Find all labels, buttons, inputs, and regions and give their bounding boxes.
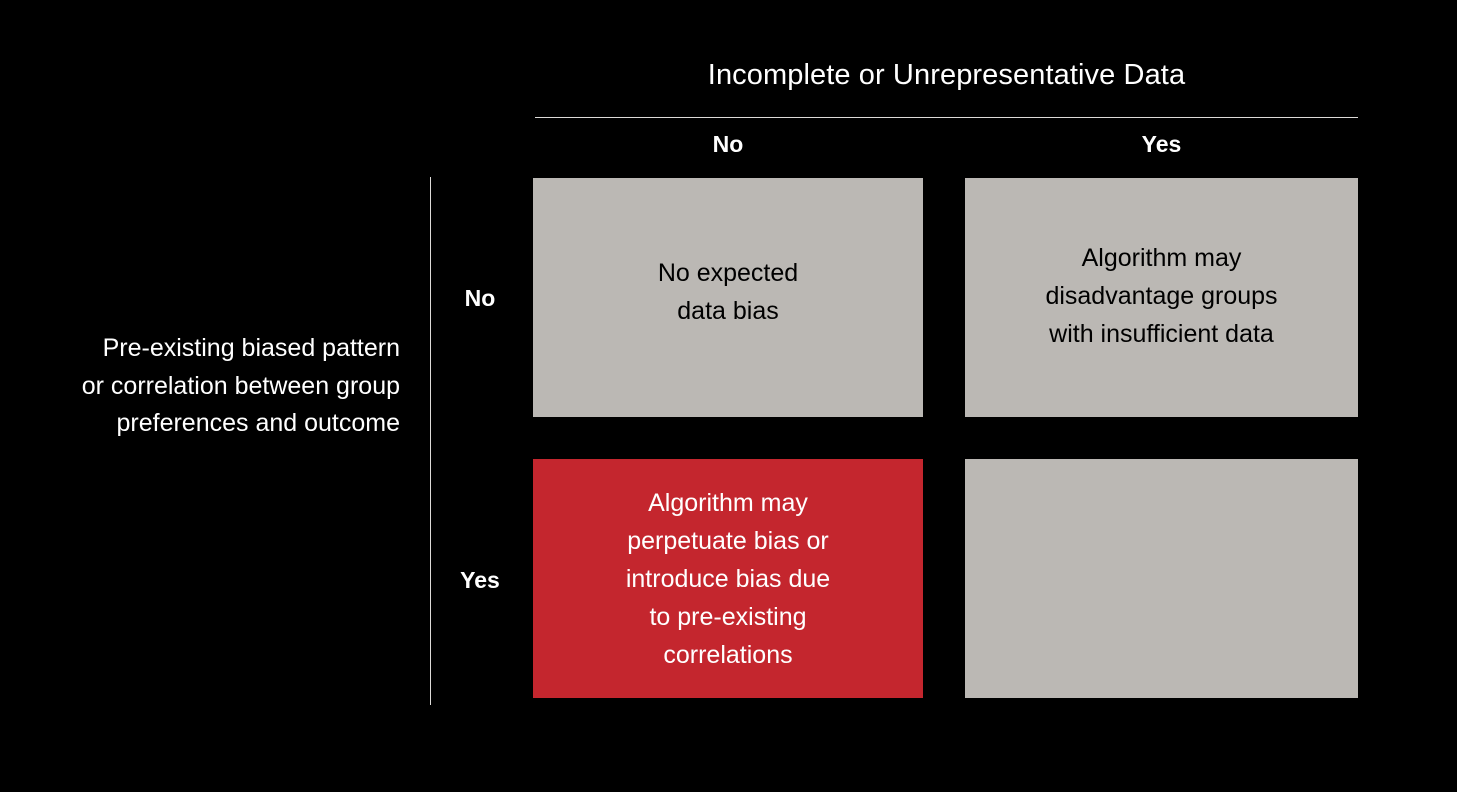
row-axis-title: Pre-existing biased pattern or correlati…: [81, 334, 400, 437]
row-header-yes: Yes: [460, 567, 500, 593]
matrix-cell-no-yes: Algorithm may disadvantage groups with i…: [965, 178, 1358, 417]
matrix-cell-yes-yes: [965, 459, 1358, 698]
column-header-yes: Yes: [1141, 131, 1182, 157]
column-axis-title: Incomplete or Unrepresentative Data: [707, 59, 1186, 91]
column-header-no: No: [712, 131, 744, 157]
matrix-cell-no-yes-label: Algorithm may disadvantage groups with i…: [1045, 243, 1278, 348]
row-header-no: No: [464, 285, 496, 311]
column-axis-rule: [535, 117, 1358, 118]
matrix-cell-no-no: No expected data bias: [533, 178, 923, 417]
row-axis-rule: [430, 177, 431, 705]
matrix-cell-yes-no-label: Algorithm may perpetuate bias or introdu…: [625, 488, 831, 669]
matrix-cell-yes-no: Algorithm may perpetuate bias or introdu…: [533, 459, 923, 698]
matrix-cell-no-no-label: No expected data bias: [657, 258, 799, 325]
